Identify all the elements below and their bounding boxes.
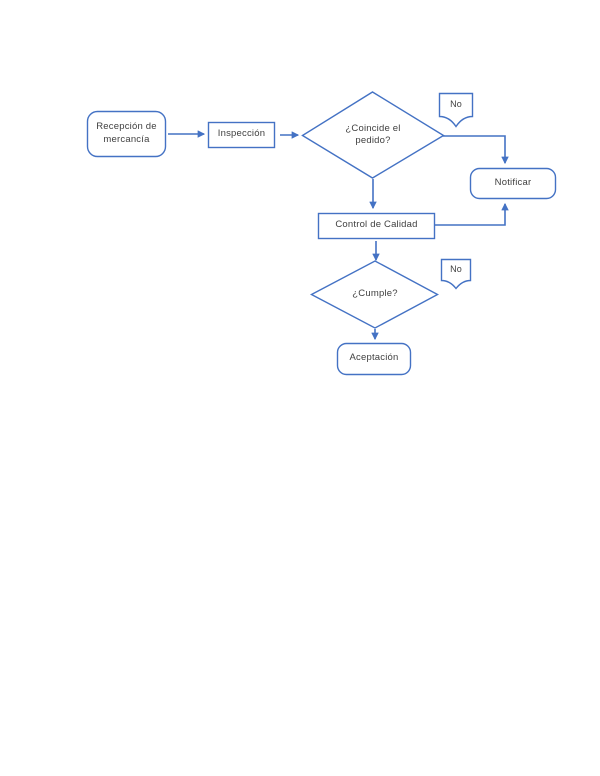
notificar-node-shape bbox=[469, 167, 557, 200]
inspeccion-node-shape bbox=[207, 121, 276, 149]
edge-control-calidad-to-notificar bbox=[435, 202, 509, 226]
aceptacion-node-shape bbox=[336, 342, 412, 376]
decision-pedido-diamond-shape bbox=[301, 91, 445, 179]
no-pedido-banner-shape bbox=[438, 92, 474, 128]
edge-decision-pedido-to-notificar bbox=[443, 135, 509, 165]
no-cumple-banner-shape bbox=[440, 258, 472, 290]
control-calidad-node-shape bbox=[317, 212, 436, 240]
decision-cumple-diamond-shape bbox=[309, 260, 439, 329]
recepcion-node-shape bbox=[86, 110, 167, 158]
